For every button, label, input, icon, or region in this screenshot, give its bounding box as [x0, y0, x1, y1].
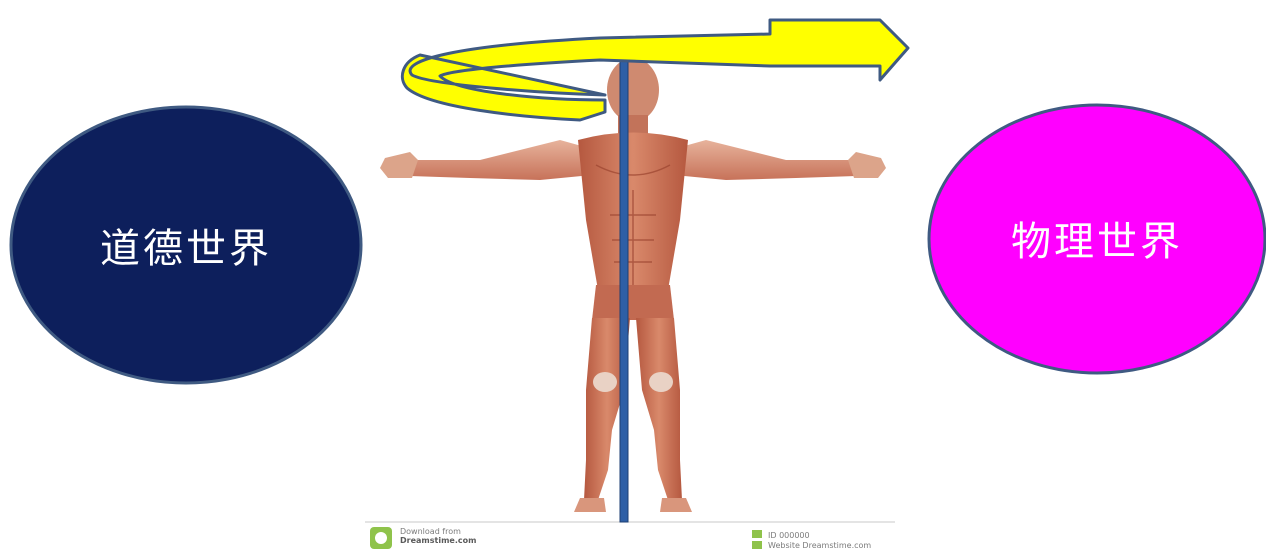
- physical-world-label: 物理世界: [1011, 209, 1183, 267]
- watermark-download-text: Download from: [400, 527, 461, 536]
- anatomy-figure-image: [380, 58, 886, 512]
- moral-world-label: 道德世界: [100, 216, 272, 274]
- watermark-brand-text: Dreamstime.com: [400, 536, 476, 545]
- watermark-id-text: ID 000000: [768, 531, 810, 540]
- vertical-axis-pole: [620, 60, 628, 522]
- watermark-site-text: Website Dreamstime.com: [768, 541, 871, 550]
